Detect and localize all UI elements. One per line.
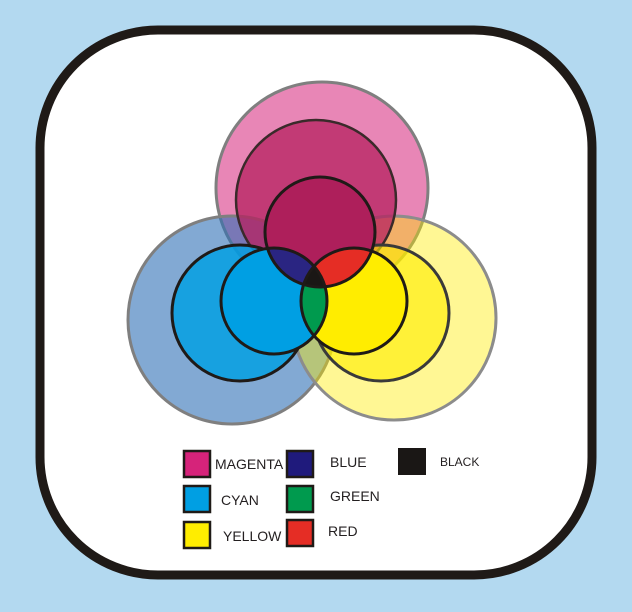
- blue-label: BLUE: [330, 454, 367, 470]
- legend-item-magenta: MAGENTA: [182, 449, 284, 479]
- red-label: RED: [328, 523, 358, 539]
- red-swatch: [285, 518, 315, 548]
- magenta-inner-outline: [263, 175, 377, 289]
- yellow-inner-outline: [299, 246, 409, 356]
- legend: MAGENTA CYAN YELLOW BLUE GREEN RED BLACK: [182, 448, 479, 550]
- green-label: GREEN: [330, 488, 380, 504]
- magenta-label: MAGENTA: [215, 456, 284, 472]
- legend-item-blue: BLUE: [285, 449, 367, 479]
- black-label: BLACK: [440, 455, 479, 469]
- magenta-swatch: [182, 449, 212, 479]
- yellow-label: YELLOW: [223, 528, 282, 544]
- green-swatch: [285, 484, 315, 514]
- black-swatch: [398, 448, 426, 475]
- legend-item-cyan: CYAN: [182, 484, 259, 514]
- legend-item-green: GREEN: [285, 484, 380, 514]
- cyan-label: CYAN: [221, 492, 259, 508]
- legend-item-yellow: YELLOW: [182, 520, 282, 550]
- cyan-inner-outline: [219, 246, 329, 356]
- blue-overlap: [265, 248, 327, 287]
- legend-item-red: RED: [285, 518, 358, 548]
- legend-item-black: BLACK: [398, 448, 479, 475]
- blue-swatch: [285, 449, 315, 479]
- yellow-swatch: [182, 520, 212, 550]
- cyan-swatch: [182, 484, 212, 514]
- red-overlap: [301, 248, 375, 287]
